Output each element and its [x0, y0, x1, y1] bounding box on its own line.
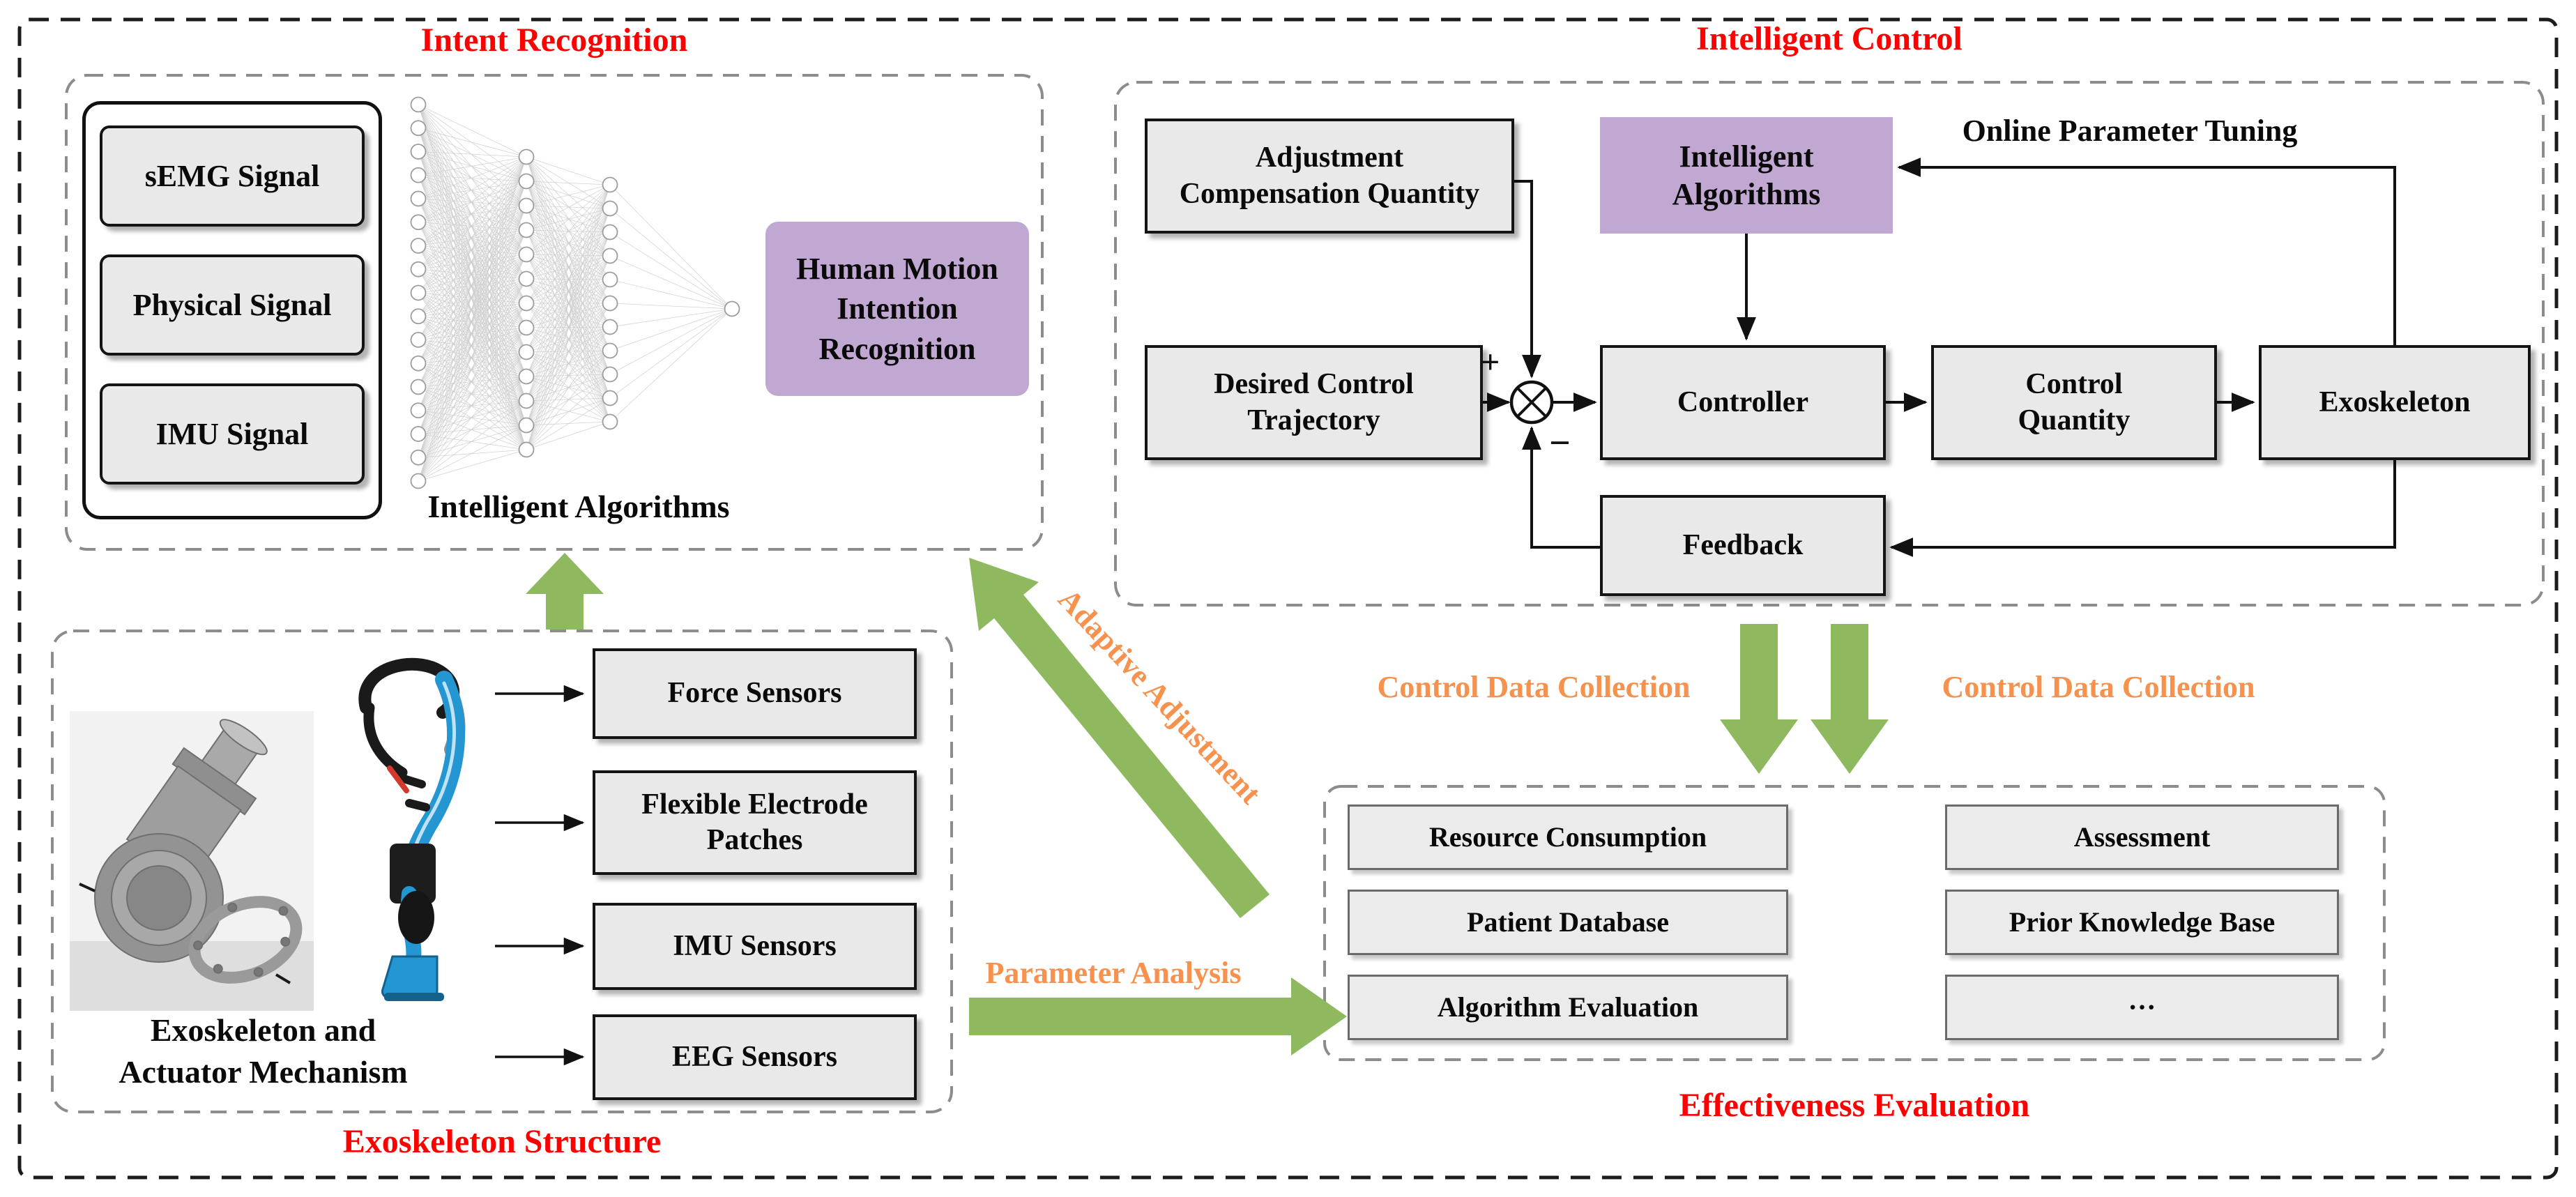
minus-sign: −: [1549, 422, 1571, 464]
intelligent-algorithms-label: Intelligent Algorithms: [427, 489, 730, 524]
actuator-mechanism-image: [70, 711, 314, 1011]
physical-signal-box: Physical Signal: [100, 254, 365, 356]
flexible-electrode-box: Flexible Electrode Patches: [593, 770, 917, 875]
control-quantity-box: Control Quantity: [1931, 345, 2217, 460]
control-data-collection-left-label: Control Data Collection: [1377, 670, 1691, 704]
prior-knowledge-box: Prior Knowledge Base: [1945, 890, 2339, 955]
imu-signal-box: IMU Signal: [100, 383, 365, 485]
exoskeleton-structure-title: Exoskeleton Structure: [342, 1123, 662, 1160]
parameter-analysis-label: Parameter Analysis: [985, 956, 1242, 990]
desired-trajectory-box: Desired Control Trajectory: [1145, 345, 1483, 460]
force-sensors-box: Force Sensors: [593, 648, 917, 739]
effectiveness-evaluation-title: Effectiveness Evaluation: [1679, 1087, 2030, 1124]
exoskeleton-box: Exoskeleton: [2259, 345, 2531, 460]
imu-sensors-box: IMU Sensors: [593, 903, 917, 990]
green-arrow-structure-to-intent: [526, 553, 604, 630]
human-motion-intention-box: Human Motion Intention Recognition: [765, 222, 1029, 396]
control-data-collection-right-label: Control Data Collection: [1942, 670, 2255, 704]
online-parameter-tuning-label: Online Parameter Tuning: [1962, 114, 2298, 148]
eeg-sensors-box: EEG Sensors: [593, 1014, 917, 1100]
resource-consumption-box: Resource Consumption: [1348, 805, 1788, 870]
assessment-box: Assessment: [1945, 805, 2339, 870]
exoskeleton-actuator-caption: Exoskeleton and Actuator Mechanism: [119, 1012, 408, 1090]
controller-box: Controller: [1600, 345, 1886, 460]
intent-recognition-title: Intent Recognition: [420, 22, 688, 59]
arrow-online-tuning: [1897, 158, 2396, 345]
semg-signal-box: sEMG Signal: [100, 125, 365, 227]
intelligent-control-title: Intelligent Control: [1696, 20, 1963, 57]
patient-database-box: Patient Database: [1348, 890, 1788, 955]
intelligent-algorithms-box: Intelligent Algorithms: [1600, 117, 1893, 234]
adaptive-adjustment-label: Adaptive Adjustment: [1051, 581, 1268, 811]
feedback-box: Feedback: [1600, 495, 1886, 596]
arrow-adjustment-to-junction: [1514, 180, 1541, 379]
algorithm-evaluation-box: Algorithm Evaluation: [1348, 975, 1788, 1040]
green-arrow-adaptive-adjustment: [969, 558, 1270, 918]
adjustment-compensation-box: Adjustment Compensation Quantity: [1145, 119, 1514, 234]
summing-junction: [1509, 380, 1554, 425]
green-arrow-control-data-left: [1720, 624, 1798, 774]
exoskeleton-suit-image: [358, 657, 466, 1001]
plus-sign: +: [1481, 344, 1500, 381]
green-arrow-control-data-right: [1811, 624, 1889, 774]
neural-network-graphic: [410, 96, 740, 489]
ellipsis-box: ···: [1945, 975, 2339, 1040]
arrow-exoskeleton-to-feedback: [1889, 460, 2396, 557]
